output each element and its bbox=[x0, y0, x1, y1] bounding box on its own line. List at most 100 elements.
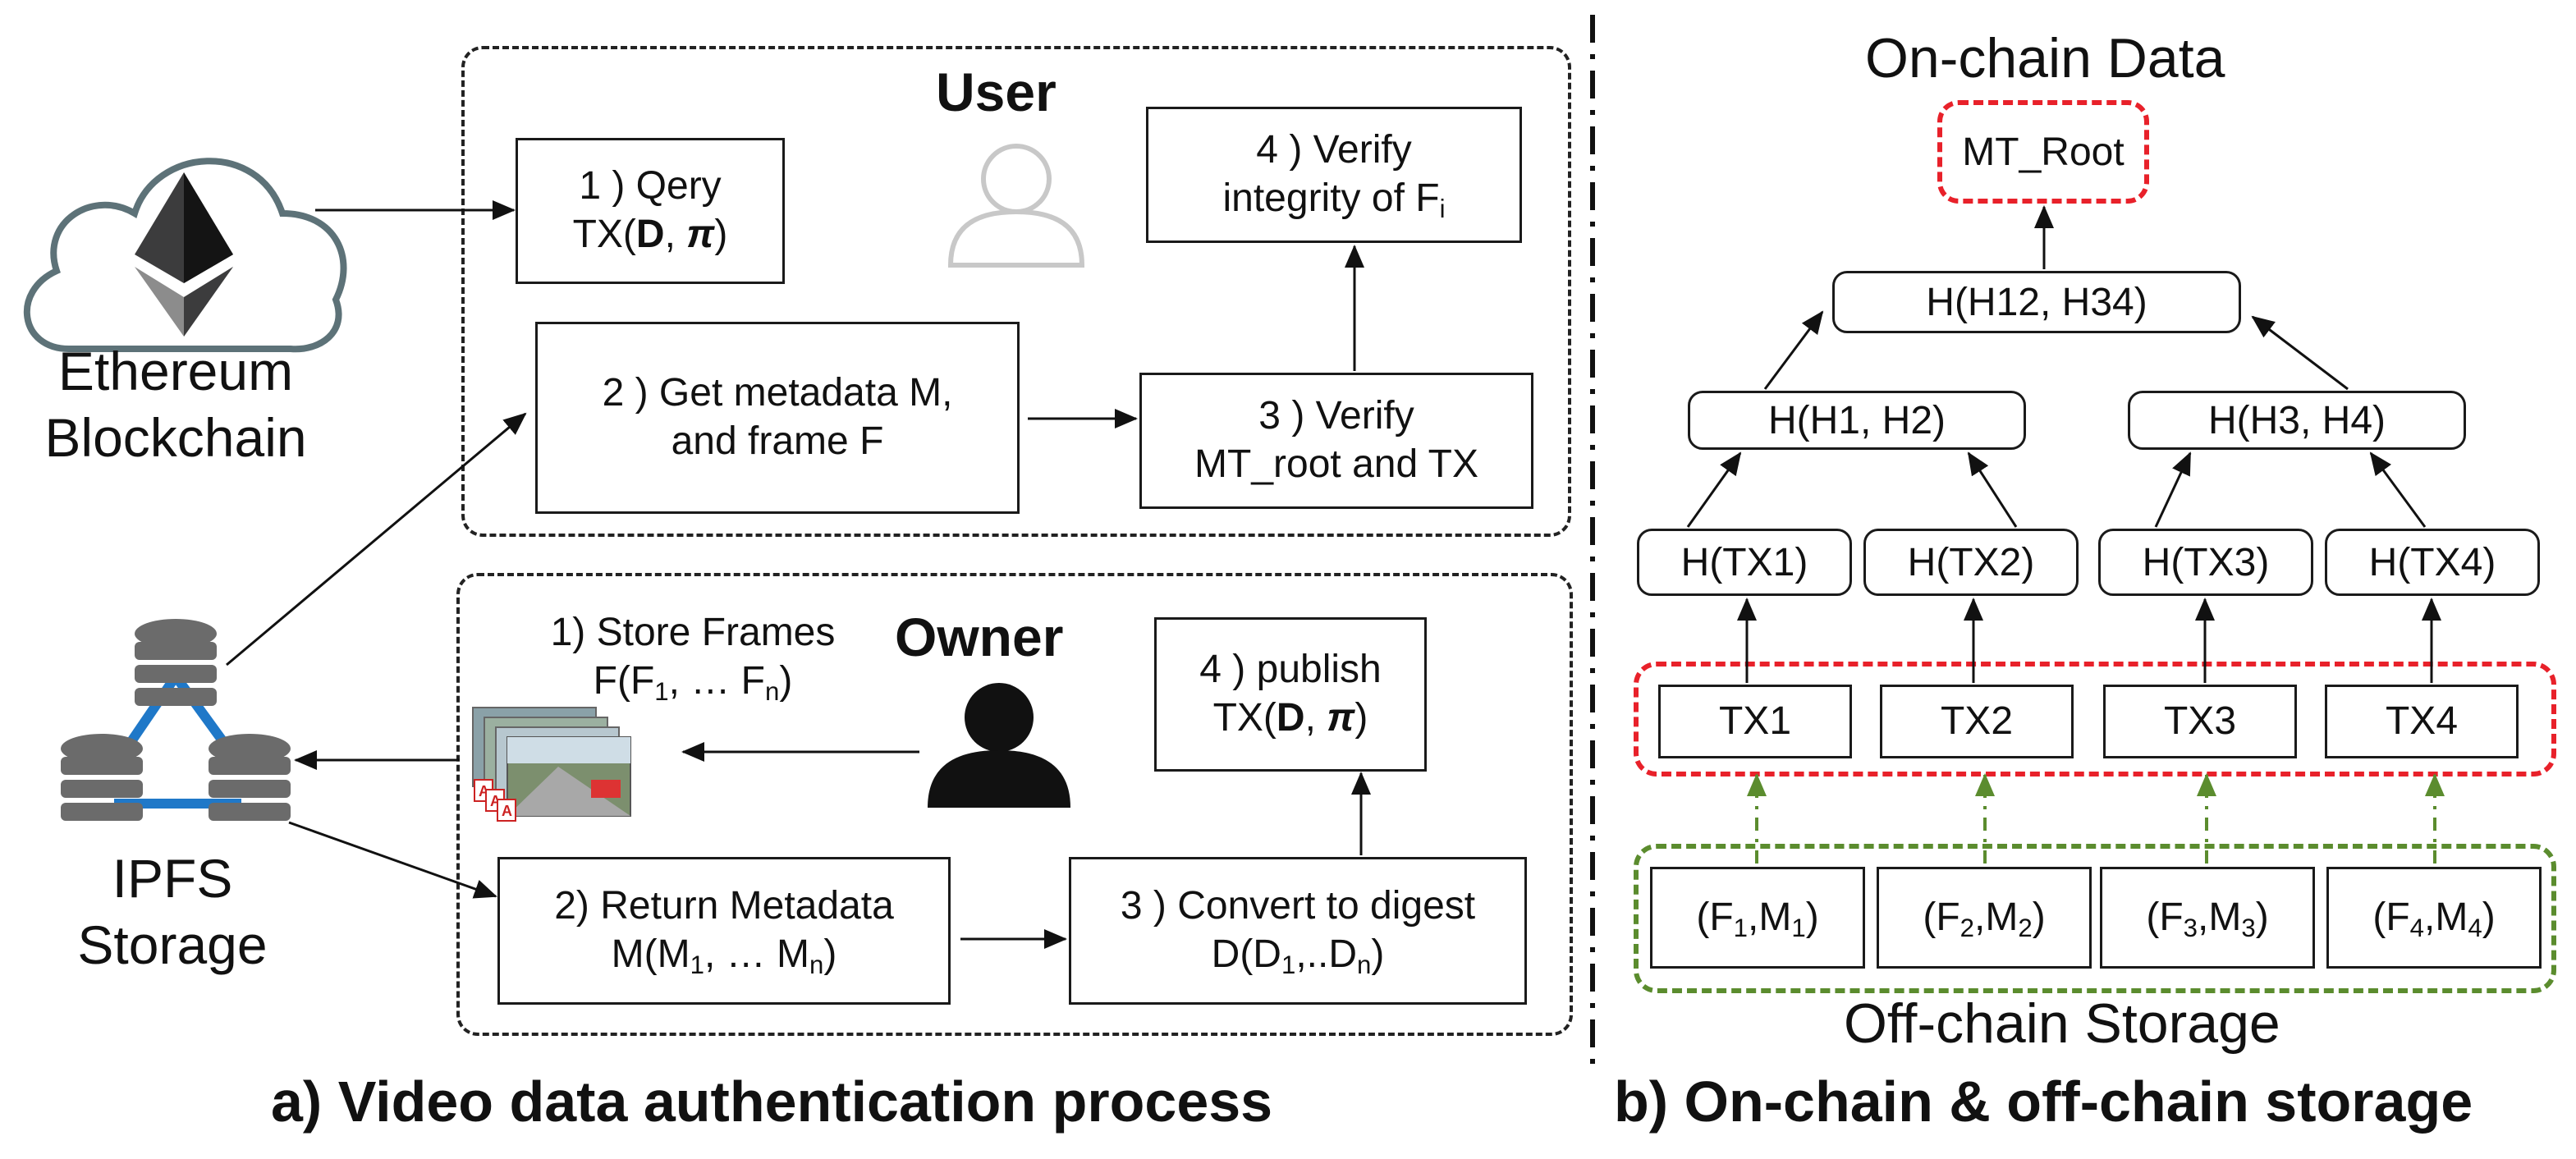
ethereum-label: Ethereum Blockchain bbox=[20, 338, 332, 470]
hash-h3-h4-node: H(H3, H4) bbox=[2128, 391, 2466, 450]
mt-root-node: MT_Root bbox=[1937, 100, 2149, 204]
hash-tx2-node: H(TX2) bbox=[1863, 529, 2079, 596]
store-frames-line1: 1) Store Frames bbox=[550, 611, 836, 654]
arrow-htx3-to-h34 bbox=[2154, 451, 2192, 528]
frame-1-fsub: 1 bbox=[1733, 913, 1748, 942]
svg-text:A: A bbox=[502, 803, 512, 819]
video-frames-icon: A A A bbox=[472, 707, 631, 822]
ipfs-label-line2: Storage bbox=[77, 914, 268, 975]
return-metadata-sub1: 1 bbox=[690, 950, 704, 979]
publish-line1: 4 ) publish bbox=[1199, 648, 1382, 692]
publish-tx-pi: π bbox=[1327, 696, 1355, 740]
get-metadata-line2: and frame F bbox=[671, 419, 884, 463]
publish-box: 4 ) publish TX(D, π) bbox=[1154, 617, 1427, 772]
publish-tx-close: ) bbox=[1354, 696, 1368, 740]
panel-divider bbox=[1590, 15, 1595, 1074]
convert-digest-box: 3 ) Convert to digest D(D1,..Dn) bbox=[1069, 857, 1527, 1005]
ethereum-cloud-icon bbox=[23, 158, 347, 353]
mt-root-label: MT_Root bbox=[1962, 130, 2125, 174]
publish-line2: TX(D, π) bbox=[1213, 694, 1368, 743]
store-frames-line2: F(F1, … Fn) bbox=[545, 657, 841, 706]
hash-h3-h4-label: H(H3, H4) bbox=[2207, 398, 2386, 442]
return-metadata-line2: M(M1, … Mn) bbox=[612, 931, 837, 979]
hash-tx2-label: H(TX2) bbox=[1907, 540, 2035, 584]
hash-tx1-node: H(TX1) bbox=[1637, 529, 1852, 596]
on-chain-title: On-chain Data bbox=[1865, 27, 2225, 89]
store-frames-a: F(F bbox=[593, 658, 655, 703]
ipfs-label: IPFS Storage bbox=[33, 845, 312, 978]
hash-tx3-label: H(TX3) bbox=[2142, 540, 2270, 584]
verify-integrity-box: 4 ) Verify integrity of Fi bbox=[1146, 107, 1522, 243]
return-metadata-line1: 2) Return Metadata bbox=[554, 884, 894, 928]
ethereum-label-line1: Ethereum bbox=[57, 341, 294, 401]
query-tx-box: 1 ) Qery TX(D, π) bbox=[516, 138, 785, 284]
arrow-htx1-to-h12 bbox=[1686, 451, 1742, 528]
publish-tx-prefix: TX( bbox=[1212, 696, 1277, 740]
right-caption: b) On-chain & off-chain storage bbox=[1614, 1070, 2473, 1134]
query-tx-prefix: TX( bbox=[572, 213, 636, 256]
hash-h12-h34-label: H(H12, H34) bbox=[1926, 280, 2147, 324]
left-caption: a) Video data authentication process bbox=[271, 1070, 1273, 1134]
frame-3-fsub: 3 bbox=[2183, 913, 2198, 942]
tx4-label: TX4 bbox=[2385, 699, 2459, 743]
on-chain-tx-group bbox=[1634, 662, 2556, 776]
query-tx-d: D bbox=[635, 213, 665, 256]
owner-title: Owner bbox=[895, 607, 1064, 667]
frame-4-f: F bbox=[2386, 895, 2410, 939]
hash-tx4-node: H(TX4) bbox=[2325, 529, 2540, 596]
frame-2-fsub: 2 bbox=[1960, 913, 1974, 942]
off-chain-group bbox=[1634, 844, 2556, 993]
store-frames-b: , … F bbox=[668, 658, 765, 703]
tx1-node: TX1 bbox=[1658, 685, 1852, 758]
arrow-htx2-to-h12 bbox=[1967, 451, 2018, 528]
tx2-label: TX2 bbox=[1940, 699, 2014, 743]
ethereum-label-line2: Blockchain bbox=[44, 406, 307, 468]
arrow-h12-to-h1234 bbox=[1763, 310, 1824, 390]
convert-digest-b: ,..D bbox=[1295, 932, 1357, 976]
convert-digest-c: ) bbox=[1371, 932, 1385, 976]
hash-h1-h2-node: H(H1, H2) bbox=[1688, 391, 2026, 450]
verify-integrity-line1: 4 ) Verify bbox=[1256, 128, 1412, 172]
tx4-node: TX4 bbox=[2325, 685, 2519, 758]
owner-region bbox=[456, 573, 1573, 1036]
query-tx-line2: TX(D, π) bbox=[573, 211, 728, 259]
publish-tx-sep: , bbox=[1304, 696, 1327, 740]
convert-digest-subn: n bbox=[1357, 950, 1372, 979]
store-frames-sub1: 1 bbox=[654, 676, 669, 706]
arrow-htx4-to-h34 bbox=[2369, 451, 2427, 528]
hash-h12-h34-node: H(H12, H34) bbox=[1832, 271, 2241, 333]
owner-icon bbox=[928, 683, 1070, 808]
frame-meta-2: (F2,M2) bbox=[1877, 867, 2092, 969]
hash-tx4-label: H(TX4) bbox=[2368, 540, 2496, 584]
convert-digest-line1: 3 ) Convert to digest bbox=[1120, 884, 1476, 928]
verify-root-line1: 3 ) Verify bbox=[1258, 394, 1414, 438]
query-tx-line1: 1 ) Qery bbox=[579, 164, 722, 208]
return-metadata-c: ) bbox=[823, 932, 837, 976]
verify-integrity-prefix: integrity of F bbox=[1222, 176, 1440, 220]
convert-digest-line2: D(D1,..Dn) bbox=[1212, 931, 1385, 979]
store-frames-c: ) bbox=[779, 658, 793, 703]
frame-1-msub: 1 bbox=[1791, 913, 1806, 942]
tx1-label: TX1 bbox=[1718, 699, 1792, 743]
frame-2-msub: 2 bbox=[2018, 913, 2033, 942]
verify-integrity-line2: integrity of Fi bbox=[1222, 175, 1445, 223]
convert-digest-sub1: 1 bbox=[1281, 950, 1296, 979]
return-metadata-subn: n bbox=[809, 950, 824, 979]
frame-3-f: F bbox=[2159, 895, 2184, 939]
user-icon bbox=[947, 144, 1085, 268]
frame-3-msub: 3 bbox=[2241, 913, 2256, 942]
frame-1-f: F bbox=[1709, 895, 1734, 939]
frame-1-m: M bbox=[1758, 895, 1792, 939]
user-title: User bbox=[936, 62, 1057, 122]
frame-2-m: M bbox=[1985, 895, 2019, 939]
store-frames-subn: n bbox=[764, 676, 780, 706]
frame-meta-2-text: (F2,M2) bbox=[1923, 895, 2046, 942]
frame-3-m: M bbox=[2208, 895, 2242, 939]
ipfs-label-line1: IPFS bbox=[112, 848, 233, 909]
off-chain-title: Off-chain Storage bbox=[1844, 992, 2280, 1055]
frame-4-msub: 4 bbox=[2468, 913, 2482, 942]
user-region bbox=[461, 46, 1571, 537]
tx3-node: TX3 bbox=[2103, 685, 2297, 758]
